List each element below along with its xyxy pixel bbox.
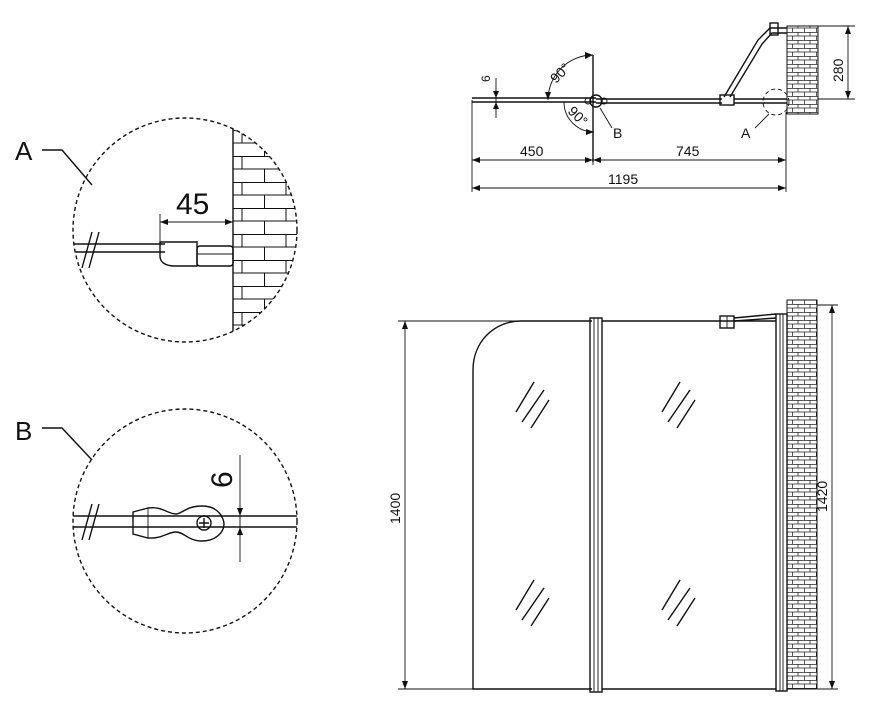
plan-angle-arc-upper	[547, 54, 594, 101]
front-glass-panel-right	[602, 320, 776, 690]
plan-dim-left-segment: 450	[520, 143, 544, 159]
detail-b-screw-icon	[196, 515, 212, 531]
plan-view: 90° 90° B A 6 450 745 1195	[471, 22, 855, 192]
detail-b-content	[73, 503, 297, 542]
detail-a-label: A	[15, 136, 33, 166]
detail-a-content	[73, 118, 297, 342]
front-wall	[786, 299, 818, 690]
plan-dim-total-width: 1195	[608, 171, 638, 187]
front-dim-profile-height: 1420	[814, 481, 830, 512]
detail-b-circle	[72, 408, 298, 634]
front-dim-glass-height: 1400	[387, 493, 403, 524]
plan-support-arm	[723, 27, 787, 98]
detail-a: A 45	[15, 117, 298, 343]
detail-b-leader	[42, 427, 93, 461]
plan-marker-a: A	[741, 125, 751, 141]
detail-a-dimension: 45	[176, 188, 209, 221]
front-glass-reflections	[515, 381, 696, 627]
front-wall-profile	[775, 313, 788, 692]
detail-b-label: B	[15, 416, 32, 446]
detail-a-wall	[233, 118, 297, 342]
detail-a-clamp	[159, 241, 198, 267]
front-hinge-profile	[589, 317, 603, 693]
detail-a-leader	[42, 149, 93, 186]
detail-b: B 6	[15, 408, 298, 634]
detail-a-wall-bracket	[196, 245, 234, 267]
plan-hinge-icon	[589, 94, 603, 108]
plan-wall-clamp	[719, 94, 735, 106]
plan-marker-a-circle	[762, 88, 790, 116]
plan-dim-glass-thickness: 6	[479, 75, 493, 82]
detail-b-hinge	[132, 505, 225, 542]
detail-a-circle	[72, 117, 298, 343]
front-glass-panel-left	[472, 320, 592, 690]
plan-angle-lower: 90°	[565, 103, 591, 129]
plan-marker-b: B	[613, 125, 622, 141]
plan-dim-right-segment: 745	[676, 143, 700, 159]
detail-b-dimension: 6	[206, 471, 239, 488]
plan-wall	[786, 25, 819, 115]
plan-dim-bracket-depth: 280	[830, 58, 846, 82]
plan-angle-upper: 90°	[547, 60, 573, 86]
front-view: 1400 1420	[387, 299, 838, 693]
